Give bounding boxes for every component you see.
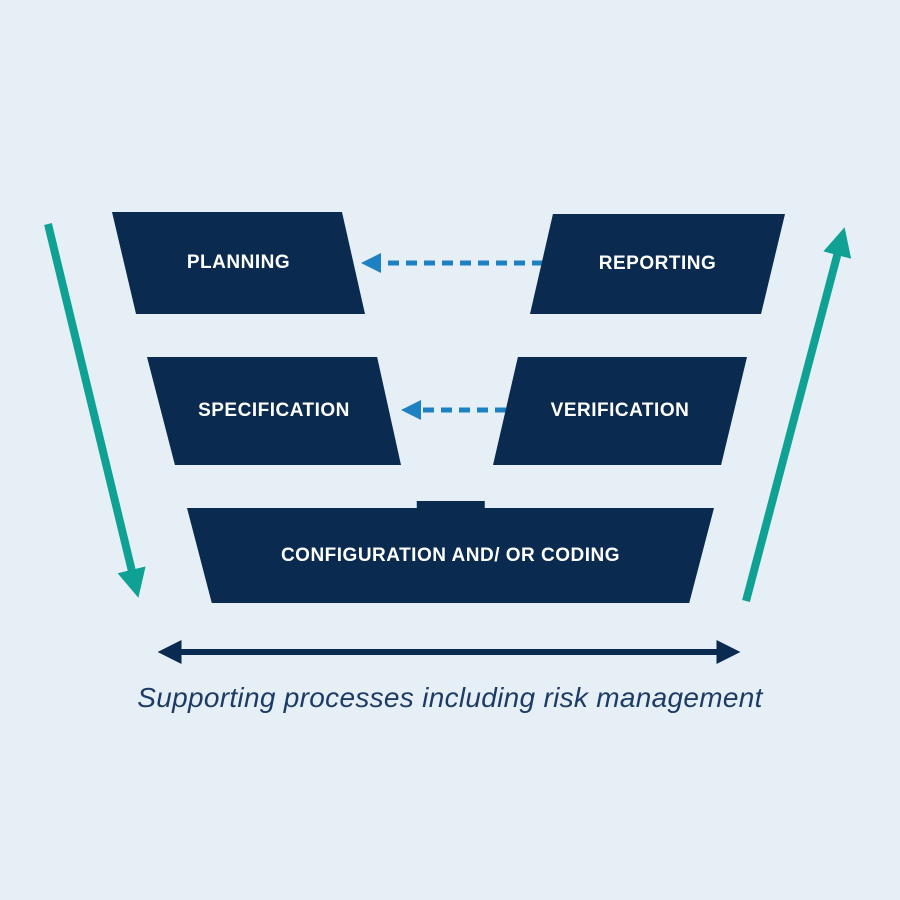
supporting-processes-caption: Supporting processes including risk mana… xyxy=(137,682,763,713)
reporting-box: REPORTING xyxy=(530,214,785,314)
up-arrow-icon xyxy=(742,227,852,603)
verification-label: VERIFICATION xyxy=(550,400,690,421)
reporting-label: REPORTING xyxy=(598,253,717,274)
specification-label: SPECIFICATION xyxy=(198,400,350,421)
planning-box: PLANNING xyxy=(112,212,365,314)
verification-box: VERIFICATION xyxy=(493,357,747,465)
planning-label: PLANNING xyxy=(186,252,291,273)
specification-box: SPECIFICATION xyxy=(147,357,401,465)
configuration-label: CONFIGURATION AND/ OR CODING xyxy=(280,544,621,566)
configuration-box: CONFIGURATION AND/ OR CODING xyxy=(187,501,714,603)
down-arrow-icon xyxy=(44,223,146,598)
